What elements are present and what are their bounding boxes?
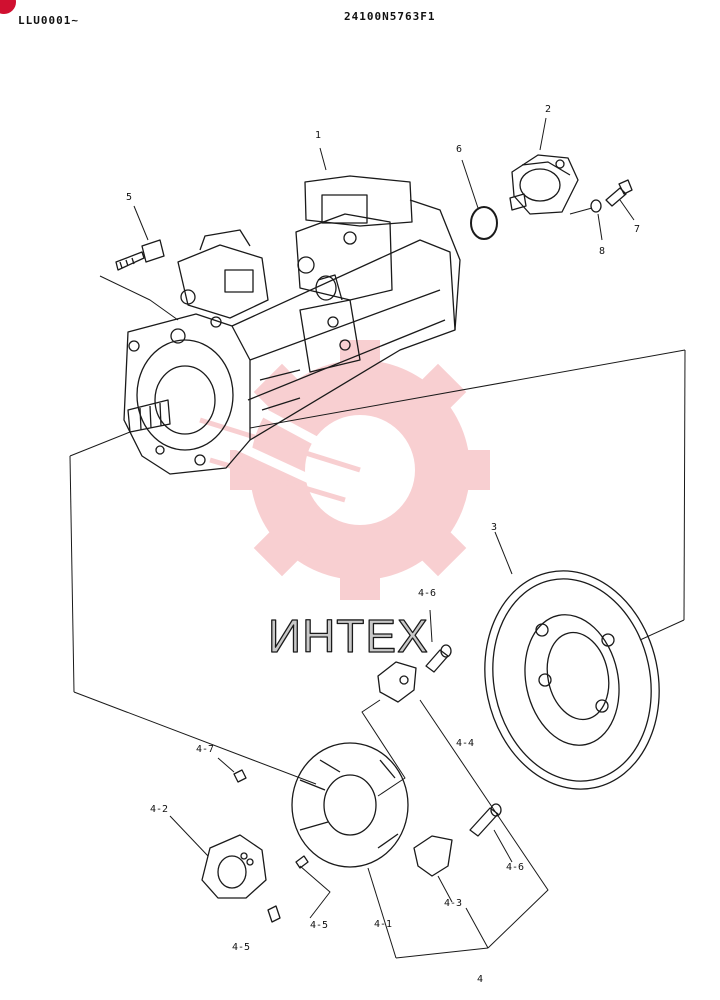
- hub-4-2: [201, 834, 267, 899]
- callout-6: 6: [456, 144, 462, 155]
- serial-range: LLU0001~: [18, 14, 79, 27]
- claw-4-3: [413, 835, 453, 877]
- main-pump-assembly: [123, 175, 461, 475]
- watermark-text: ИНТЕХ: [268, 610, 429, 662]
- callout-4-6-upper: 4-6: [418, 588, 436, 599]
- callout-8: 8: [599, 246, 605, 257]
- callout-4-2: 4-2: [150, 804, 168, 815]
- bolt-7: [605, 179, 633, 207]
- callout-4-1: 4-1: [374, 919, 392, 930]
- spring-pin-4-5-lower: [267, 905, 281, 923]
- document-number: 24100N5763F1: [344, 10, 436, 23]
- callout-4-5-center: 4-5: [310, 920, 328, 931]
- callout-4-3: 4-3: [444, 898, 462, 909]
- plug-4-7: [233, 769, 247, 783]
- washer-8: [590, 199, 602, 213]
- callout-4-7: 4-7: [196, 744, 214, 755]
- callout-3: 3: [491, 522, 497, 533]
- callout-4: 4: [477, 974, 483, 985]
- gear-pump-2: [509, 154, 579, 215]
- spring-pin-4-5-upper: [295, 855, 309, 869]
- coupling-element-4-1: [291, 742, 409, 868]
- callout-4-5-left: 4-5: [232, 942, 250, 953]
- callout-2: 2: [545, 104, 551, 115]
- corner-badge-icon: [0, 0, 16, 14]
- callout-4-6-lower: 4-6: [506, 862, 524, 873]
- claw-block-4-4: [377, 661, 417, 703]
- coupling-plate-3: [484, 570, 660, 790]
- o-ring-6: [470, 206, 498, 240]
- callout-4-4: 4-4: [456, 738, 474, 749]
- watermark-gear-logo-icon: [199, 340, 490, 600]
- bolt-4-6-lower: [469, 803, 502, 837]
- bolt-5: [115, 239, 165, 271]
- callout-5: 5: [126, 192, 132, 203]
- leader-lines: [69, 117, 686, 959]
- callout-7: 7: [634, 224, 640, 235]
- callout-1: 1: [315, 130, 321, 141]
- bolt-4-6-upper: [425, 644, 452, 673]
